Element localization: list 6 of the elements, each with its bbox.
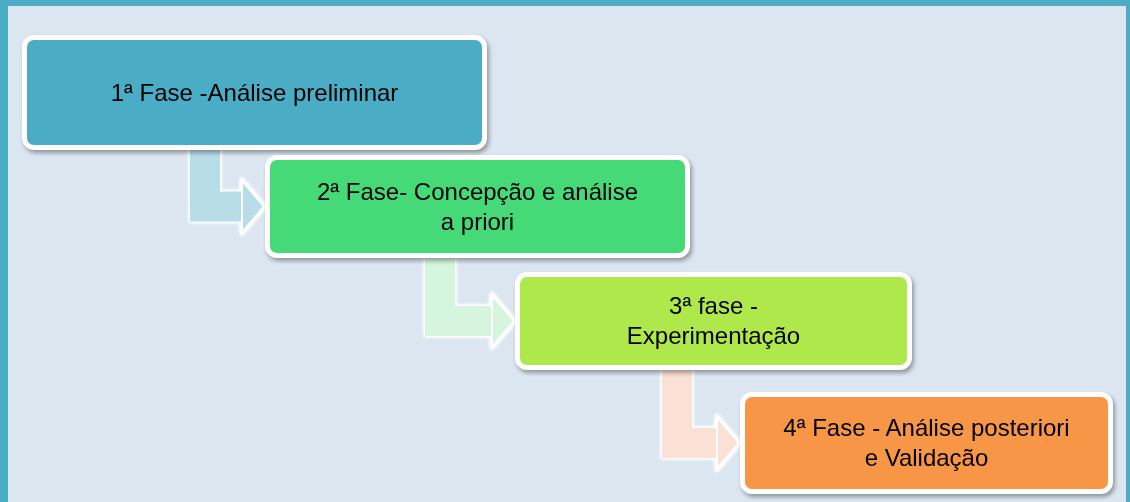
phase-box: 1ª Fase -Análise preliminar	[22, 35, 487, 150]
bent-arrow	[662, 370, 740, 470]
phase-box: 4ª Fase - Análise posteriori e Validação	[740, 392, 1113, 494]
bent-arrow	[425, 258, 515, 348]
phase-box: 3ª fase - Experimentação	[515, 272, 912, 370]
phase-box: 2ª Fase- Concepção e análise a priori	[265, 155, 690, 258]
